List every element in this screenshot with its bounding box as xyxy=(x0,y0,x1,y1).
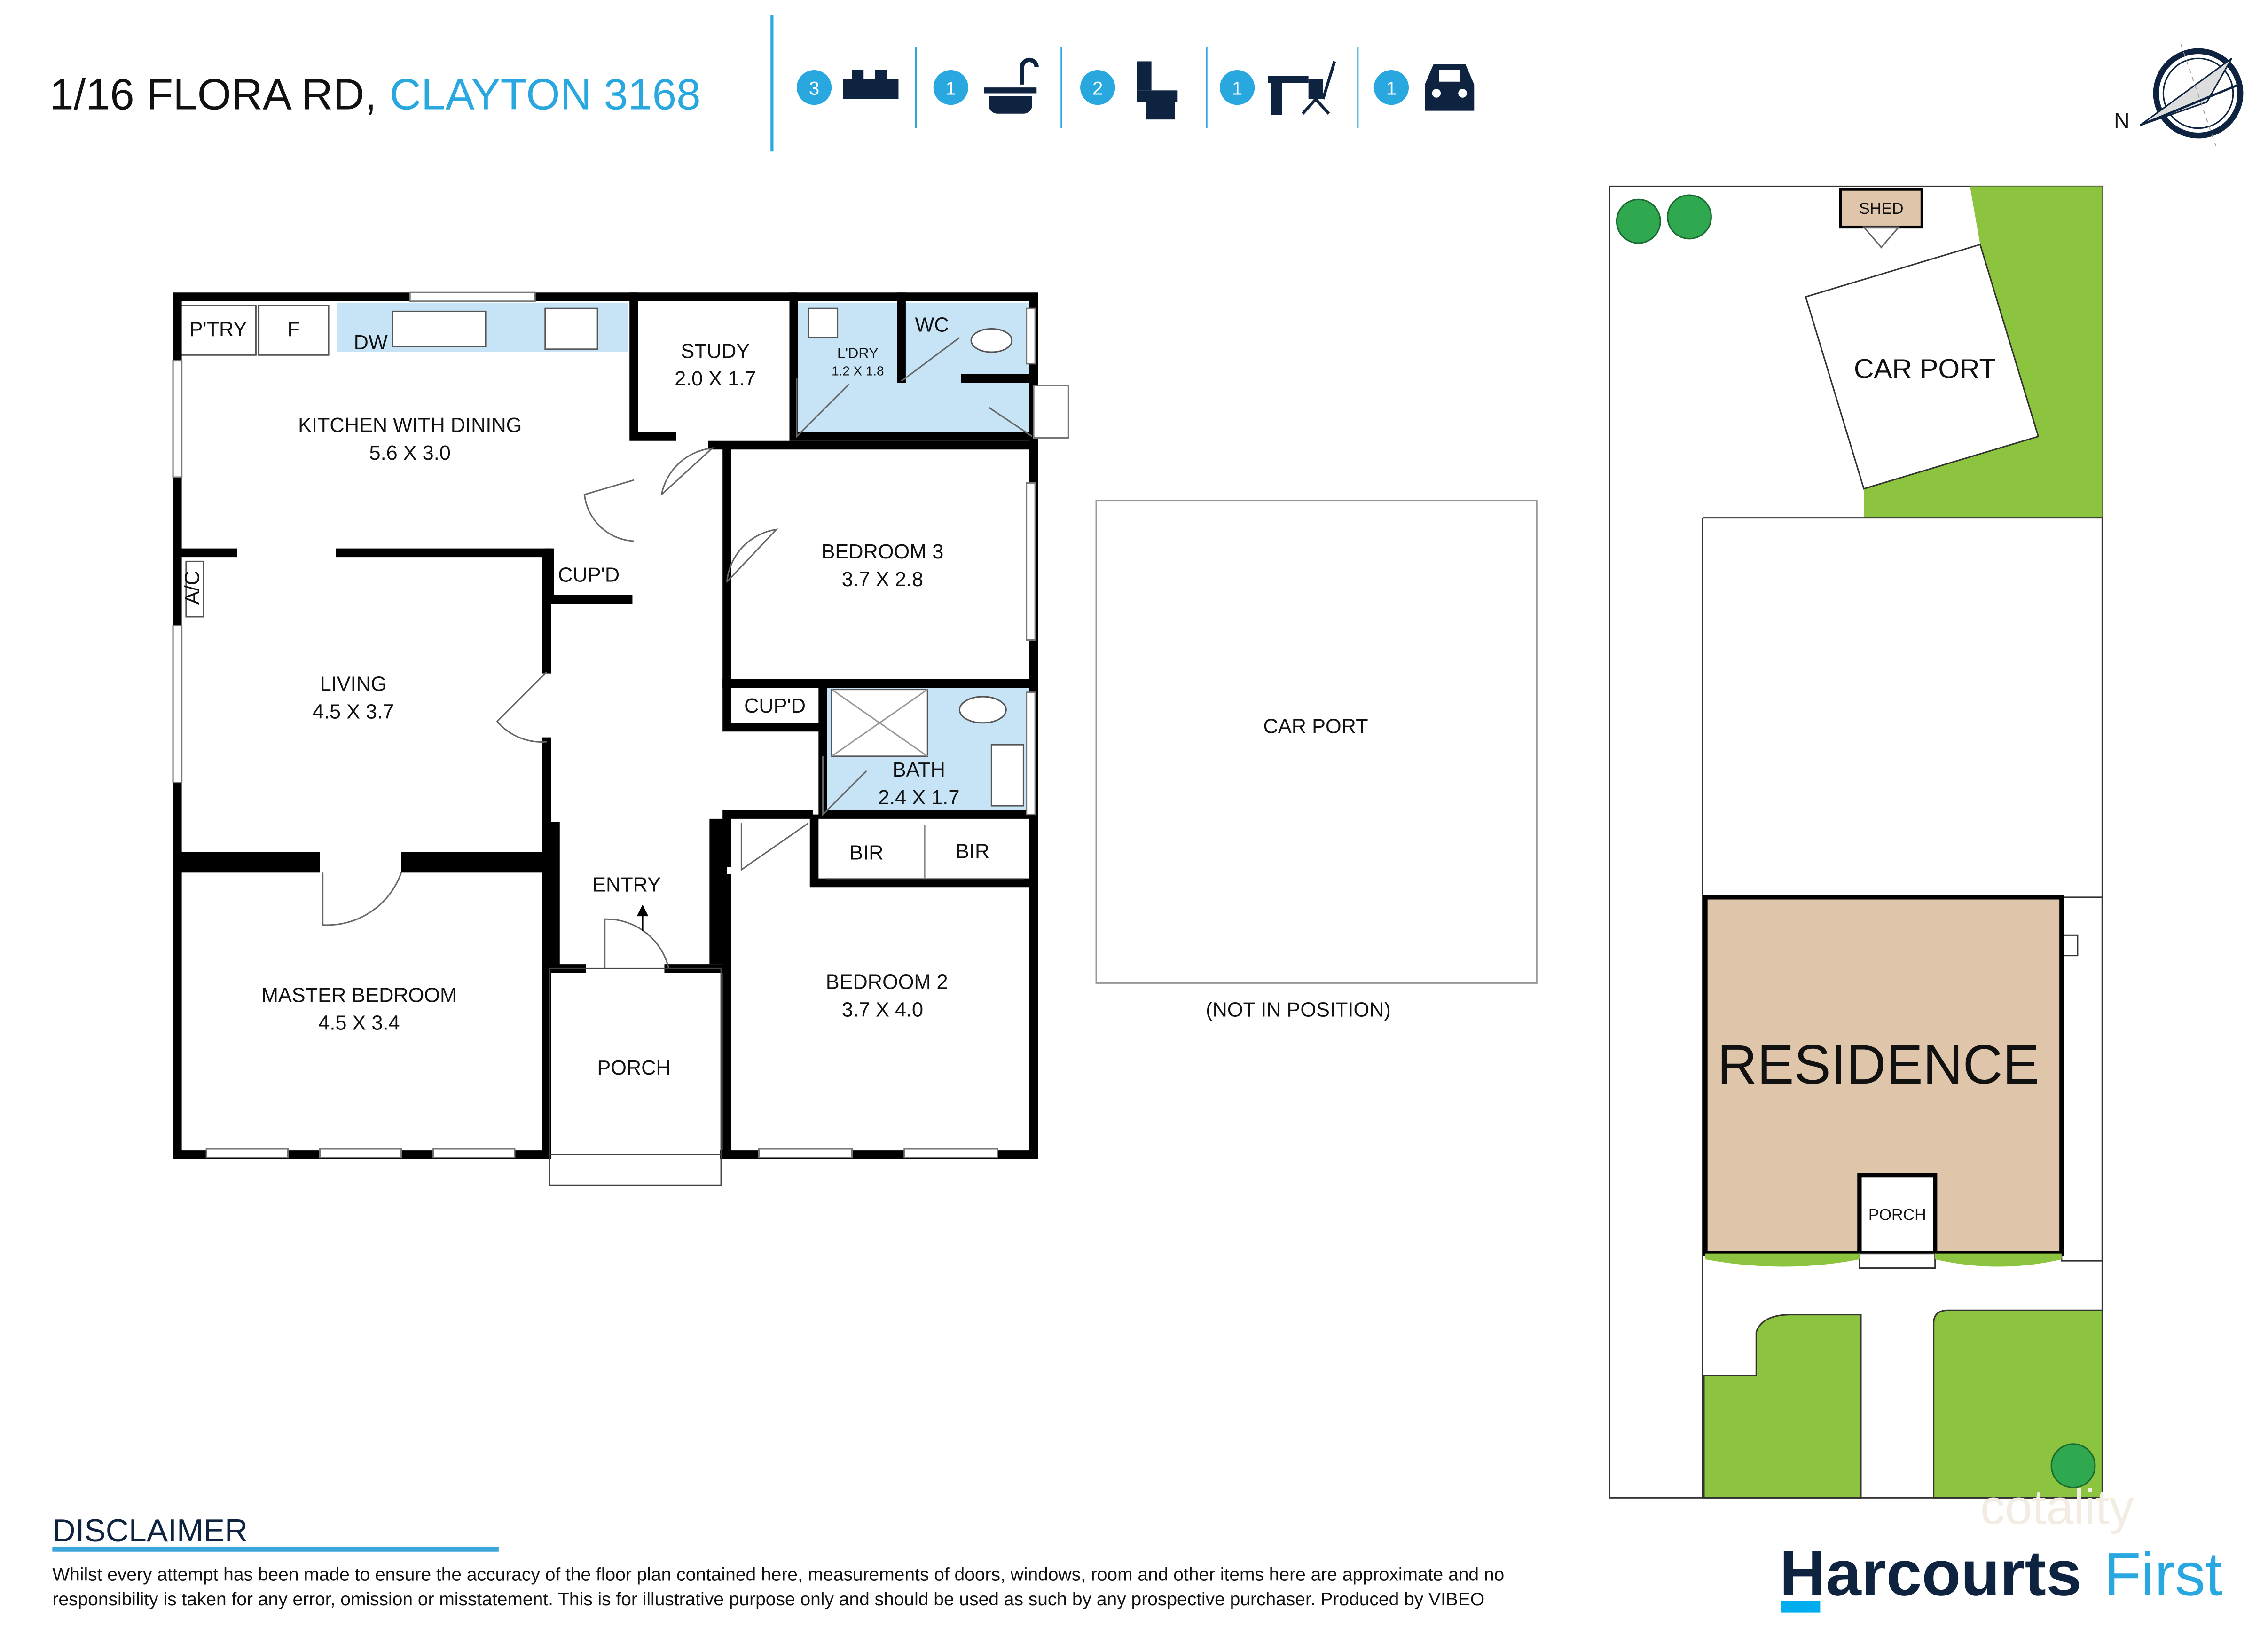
watermark: cotality xyxy=(1980,1480,2135,1535)
study-desk-icon xyxy=(1268,61,1336,115)
logo-main: Harcourts xyxy=(1780,1538,2082,1609)
disclaimer-title: DISCLAIMER xyxy=(52,1513,248,1548)
harcourts-logo: cotality Harcourts First xyxy=(1780,1480,2222,1613)
suburb-title: CLAYTON 3168 xyxy=(390,70,701,119)
bir-label: BIR xyxy=(956,840,989,863)
porch-label: PORCH xyxy=(597,1057,670,1079)
disclaimer-line1: Whilst every attempt has been made to en… xyxy=(52,1565,1504,1585)
study-count: 1 xyxy=(1232,78,1242,99)
toilet-count: 2 xyxy=(1092,78,1103,99)
living-name: LIVING xyxy=(320,673,387,696)
site-plan: CAR PORT SHED RESIDENCE PORCH xyxy=(1609,185,2103,1499)
vanity-icon xyxy=(990,744,1024,807)
site-carport-label: CAR PORT xyxy=(1854,354,1996,385)
site-carport xyxy=(1805,244,2040,490)
bedroom2-name: BEDROOM 2 xyxy=(826,971,948,994)
study-size: 2.0 X 1.7 xyxy=(675,368,756,390)
laundry-size: 1.2 X 1.8 xyxy=(832,364,884,378)
living-size: 4.5 X 3.7 xyxy=(313,700,394,723)
compass-north-label: N xyxy=(2114,109,2130,133)
logo-sub: First xyxy=(2103,1540,2222,1609)
bedroom2-size: 3.7 X 4.0 xyxy=(842,999,923,1021)
disclaimer-underline xyxy=(52,1547,499,1552)
shed xyxy=(1839,188,1923,229)
lawn xyxy=(1864,186,2103,518)
master-bedroom-size: 4.5 X 3.4 xyxy=(318,1012,400,1034)
residence-label: RESIDENCE xyxy=(1717,1034,2040,1095)
toilet-icon xyxy=(1137,61,1178,120)
feature-toilets: 2 xyxy=(1080,61,1178,120)
cupboard-label: CUP'D xyxy=(558,564,620,587)
bath-size: 2.4 X 1.7 xyxy=(878,786,959,809)
cooktop-icon xyxy=(544,307,598,350)
kitchen-size: 5.6 X 3.0 xyxy=(369,442,451,464)
bedroom3-size: 3.7 X 2.8 xyxy=(842,568,923,591)
pantry-label: P'TRY xyxy=(189,318,247,341)
ac-label: A/C xyxy=(181,571,204,605)
bedroom-count: 3 xyxy=(809,78,819,99)
floor-plan: P'TRY F DW KITCHEN WITH DINING 5.6 X 3.0… xyxy=(172,291,1069,1186)
tree-icon xyxy=(1616,194,2096,1489)
lawn xyxy=(1703,1314,1862,1499)
car-icon xyxy=(1425,64,1475,111)
dishwasher-label: DW xyxy=(354,331,388,354)
entry-label: ENTRY xyxy=(592,874,661,896)
sink-icon xyxy=(392,310,487,347)
bedroom3-name: BEDROOM 3 xyxy=(822,541,944,563)
shed-label: SHED xyxy=(1859,200,1904,218)
carport-label: CAR PORT xyxy=(1263,715,1368,738)
bath-icon xyxy=(984,57,1039,114)
bathroom-count: 1 xyxy=(946,78,956,99)
feature-study: 1 xyxy=(1219,61,1336,115)
washer-icon xyxy=(808,307,839,338)
cupboard-label: CUP'D xyxy=(744,695,806,717)
feature-bathrooms: 1 xyxy=(933,57,1039,114)
parking-count: 1 xyxy=(1386,78,1397,99)
compass: N xyxy=(2114,44,2244,146)
bed-icon xyxy=(843,70,899,99)
bath-toilet-icon xyxy=(958,696,1007,724)
master-bedroom-name: MASTER BEDROOM xyxy=(261,984,457,1007)
site-porch-label: PORCH xyxy=(1868,1206,1926,1224)
kitchen-name: KITCHEN WITH DINING xyxy=(298,414,522,437)
feature-parking: 1 xyxy=(1373,64,1475,111)
disclaimer-line2: responsibility is taken for any error, o… xyxy=(52,1589,1484,1610)
laundry-name: L'DRY xyxy=(837,345,879,361)
carport-note: (NOT IN POSITION) xyxy=(1206,999,1391,1021)
wc-label: WC xyxy=(915,314,949,337)
study-name: STUDY xyxy=(681,340,750,362)
header-title: 1/16 FLORA RD, CLAYTON 3168 xyxy=(49,70,701,119)
carport-plan: CAR PORT (NOT IN POSITION) xyxy=(1095,499,1538,1021)
wc-toilet-icon xyxy=(970,328,1013,353)
feature-bedrooms: 3 xyxy=(796,70,899,105)
address-title: 1/16 FLORA RD, xyxy=(49,70,377,119)
bath-name: BATH xyxy=(893,759,945,781)
bir-label: BIR xyxy=(849,841,883,864)
fridge-label: F xyxy=(288,318,300,341)
